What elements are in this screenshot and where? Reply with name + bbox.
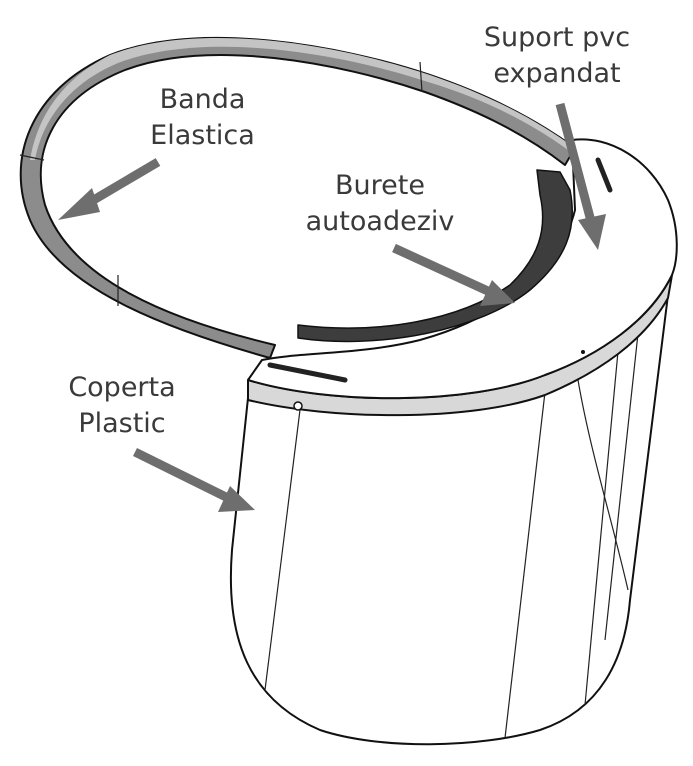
pvc-support [247,138,678,417]
label-banda-elastica: Banda Elastica [140,82,265,154]
arrow-suport [555,102,606,250]
label-banda-line2: Elastica [150,120,255,151]
label-banda-line1: Banda [159,84,246,115]
arrow-banda [58,158,161,220]
label-burete-line1: Burete [335,170,425,201]
label-suport-line2: expandat [493,58,621,89]
label-suport-pvc: Suport pvc expandat [472,20,642,92]
label-coperta-line1: Coperta [68,372,176,403]
label-coperta-line2: Plastic [78,408,166,439]
label-burete-line2: autoadeziv [305,206,455,237]
label-coperta-plastic: Coperta Plastic [52,370,192,442]
label-suport-line1: Suport pvc [483,22,631,53]
arrow-coperta [133,447,255,512]
arrow-burete [392,243,515,306]
label-burete-autoadeziv: Burete autoadeziv [300,168,460,240]
